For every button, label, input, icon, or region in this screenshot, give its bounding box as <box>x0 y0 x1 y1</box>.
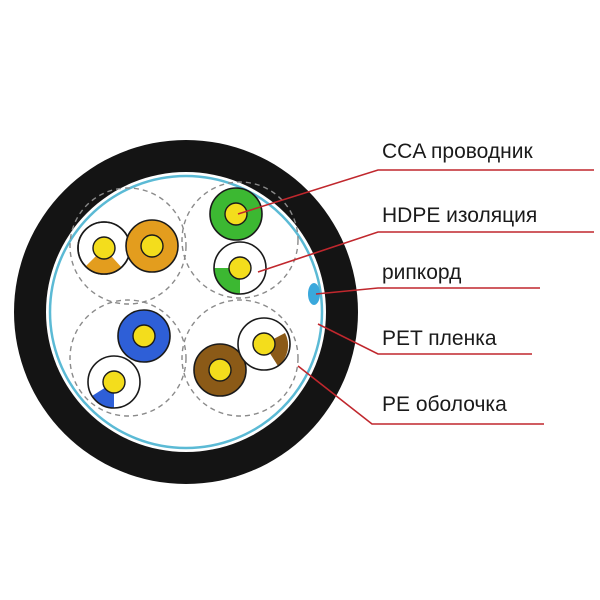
label-cca-conductor: CCA проводник <box>382 140 533 163</box>
ripcord <box>308 283 320 305</box>
pair-green-outline <box>181 181 299 299</box>
pair-blue-outline <box>69 299 187 417</box>
cable-interior <box>46 172 326 452</box>
label-pet-film: PET пленка <box>382 327 497 350</box>
pair-orange <box>77 219 179 275</box>
wire-orange <box>125 219 179 273</box>
wire-white-blue <box>87 355 141 409</box>
label-pe-jacket: PE оболочка <box>382 393 507 416</box>
leader-cca <box>237 169 594 215</box>
leader-hdpe <box>257 231 594 273</box>
wire-brown <box>193 343 247 397</box>
pair-brown-outline <box>181 299 299 417</box>
leader-pet <box>317 323 532 355</box>
wire-green <box>209 187 263 241</box>
wire-white-orange <box>77 221 131 275</box>
pair-blue <box>87 309 171 409</box>
label-hdpe-insulation: HDPE изоляция <box>382 204 537 227</box>
wire-white-green <box>213 241 267 295</box>
leader-ripcord <box>315 287 540 295</box>
pair-brown <box>193 317 291 397</box>
leader-lines <box>237 169 594 425</box>
pair-outlines <box>69 181 299 417</box>
pet-foil <box>48 174 324 450</box>
pair-green <box>209 187 267 295</box>
wire-white-brown <box>237 317 291 371</box>
pair-orange-outline <box>69 187 187 305</box>
leader-pe <box>297 365 544 425</box>
label-ripcord: рипкорд <box>382 261 461 284</box>
wire-blue <box>117 309 171 363</box>
